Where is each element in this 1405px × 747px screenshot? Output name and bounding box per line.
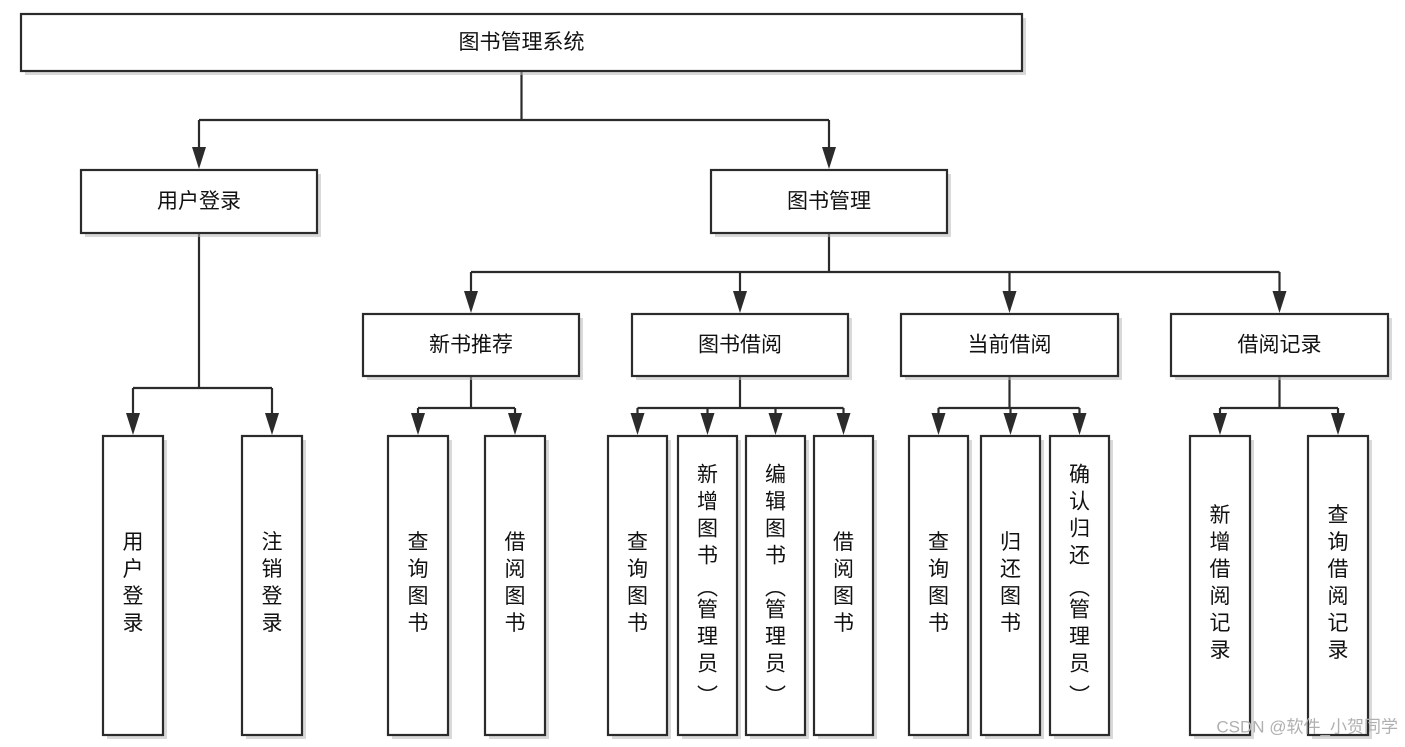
arrow-head-icon xyxy=(1213,413,1227,435)
node-leaf-add-book[interactable]: 新增图书︵管理员︶ xyxy=(676,434,741,739)
node-box[interactable] xyxy=(240,434,304,737)
connector-group-borrow-record xyxy=(1213,376,1345,435)
node-root[interactable]: 图书管理系统 xyxy=(19,12,1026,75)
node-label-注销登录: 注销登录 xyxy=(262,531,283,635)
node-label-查询图书: 查询图书 xyxy=(928,531,949,635)
node-label-用户登录: 用户登录 xyxy=(157,190,241,213)
node-label-查询图书: 查询图书 xyxy=(408,531,429,635)
node-box[interactable] xyxy=(483,434,547,737)
node-current-borrow[interactable]: 当前借阅 xyxy=(899,312,1122,380)
node-leaf-user-login[interactable]: 用户登录 xyxy=(101,434,167,739)
node-leaf-query-book-2[interactable]: 查询图书 xyxy=(606,434,671,739)
arrow-head-icon xyxy=(1072,413,1087,435)
node-label-用户登录: 用户登录 xyxy=(123,531,144,635)
node-new-book-recommend[interactable]: 新书推荐 xyxy=(361,312,583,380)
node-box[interactable] xyxy=(606,434,669,737)
node-box[interactable] xyxy=(19,12,1024,73)
arrow-head-icon xyxy=(822,147,836,169)
arrow-head-icon xyxy=(1272,291,1287,313)
node-box[interactable] xyxy=(979,434,1042,737)
arrow-head-icon xyxy=(630,413,645,435)
node-box[interactable] xyxy=(386,434,450,737)
arrow-head-icon xyxy=(192,147,206,169)
node-box[interactable] xyxy=(709,168,949,235)
node-box[interactable] xyxy=(361,312,581,378)
arrow-head-icon xyxy=(126,413,140,435)
watermark-label: CSDN @软件_小贺同学 xyxy=(1216,717,1398,736)
node-label-新增借阅记录: 新增借阅记录 xyxy=(1210,504,1231,662)
arrow-head-icon xyxy=(464,291,478,313)
node-box[interactable] xyxy=(101,434,165,737)
node-label-借阅记录: 借阅记录 xyxy=(1238,334,1322,357)
node-leaf-query-book-1[interactable]: 查询图书 xyxy=(386,434,452,739)
arrow-head-icon xyxy=(768,413,783,435)
node-label-图书借阅: 图书借阅 xyxy=(698,334,782,357)
arrow-head-icon xyxy=(411,413,425,435)
node-leaf-user-logout[interactable]: 注销登录 xyxy=(240,434,306,739)
arrow-head-icon xyxy=(836,413,851,435)
node-label-编辑图书管理员: 编辑图书︵管理员︶ xyxy=(765,464,786,709)
node-leaf-edit-book[interactable]: 编辑图书︵管理员︶ xyxy=(744,434,809,739)
node-layer: 图书管理系统用户登录图书管理新书推荐图书借阅当前借阅借阅记录用户登录注销登录查询… xyxy=(19,12,1392,739)
node-box[interactable] xyxy=(1169,312,1390,378)
arrow-head-icon xyxy=(700,413,715,435)
node-label-查询借阅记录: 查询借阅记录 xyxy=(1328,504,1349,662)
connector-group-current-borrow xyxy=(931,376,1087,435)
arrow-head-icon xyxy=(733,291,747,313)
arrow-head-icon xyxy=(1003,413,1018,435)
node-leaf-return-book[interactable]: 归还图书 xyxy=(979,434,1044,739)
connector-group-new-book-recommend xyxy=(411,376,522,435)
arrow-head-icon xyxy=(1331,413,1345,435)
arrow-head-icon xyxy=(931,413,946,435)
connector-group-root xyxy=(192,71,836,169)
node-leaf-add-record[interactable]: 新增借阅记录 xyxy=(1188,434,1254,739)
node-box[interactable] xyxy=(79,168,319,235)
node-box[interactable] xyxy=(907,434,970,737)
node-leaf-query-record[interactable]: 查询借阅记录 xyxy=(1306,434,1372,739)
node-label-确认归还管理员: 确认归还︵管理员︶ xyxy=(1069,464,1090,709)
node-label-归还图书: 归还图书 xyxy=(1000,531,1021,635)
node-box[interactable] xyxy=(676,434,739,737)
node-label-新书推荐: 新书推荐 xyxy=(429,334,513,357)
arrow-head-icon xyxy=(1002,291,1017,313)
connector-layer xyxy=(126,71,1345,435)
connector-group-book-manage xyxy=(464,233,1287,313)
arrow-head-icon xyxy=(265,413,279,435)
node-label-当前借阅: 当前借阅 xyxy=(968,334,1052,357)
node-label-图书管理系统: 图书管理系统 xyxy=(459,31,585,54)
node-box[interactable] xyxy=(1306,434,1370,737)
node-leaf-query-book-3[interactable]: 查询图书 xyxy=(907,434,972,739)
arrow-head-icon xyxy=(508,413,522,435)
node-leaf-borrow-book-1[interactable]: 借阅图书 xyxy=(483,434,549,739)
connector-group-book-borrow xyxy=(630,376,851,435)
node-borrow-record[interactable]: 借阅记录 xyxy=(1169,312,1392,380)
node-box[interactable] xyxy=(812,434,875,737)
node-leaf-confirm-return[interactable]: 确认归还︵管理员︶ xyxy=(1048,434,1113,739)
node-label-借阅图书: 借阅图书 xyxy=(505,531,526,635)
node-leaf-borrow-book-2[interactable]: 借阅图书 xyxy=(812,434,877,739)
node-label-图书管理: 图书管理 xyxy=(787,190,871,213)
node-label-新增图书管理员: 新增图书︵管理员︶ xyxy=(697,464,718,709)
node-box[interactable] xyxy=(1048,434,1111,737)
node-book-borrow[interactable]: 图书借阅 xyxy=(630,312,852,380)
node-box[interactable] xyxy=(630,312,850,378)
node-box[interactable] xyxy=(744,434,807,737)
node-box[interactable] xyxy=(899,312,1120,378)
node-box[interactable] xyxy=(1188,434,1252,737)
node-user-login[interactable]: 用户登录 xyxy=(79,168,321,237)
node-label-查询图书: 查询图书 xyxy=(627,531,648,635)
node-label-借阅图书: 借阅图书 xyxy=(833,531,854,635)
connector-group-user-login xyxy=(126,233,279,435)
node-book-manage[interactable]: 图书管理 xyxy=(709,168,951,237)
